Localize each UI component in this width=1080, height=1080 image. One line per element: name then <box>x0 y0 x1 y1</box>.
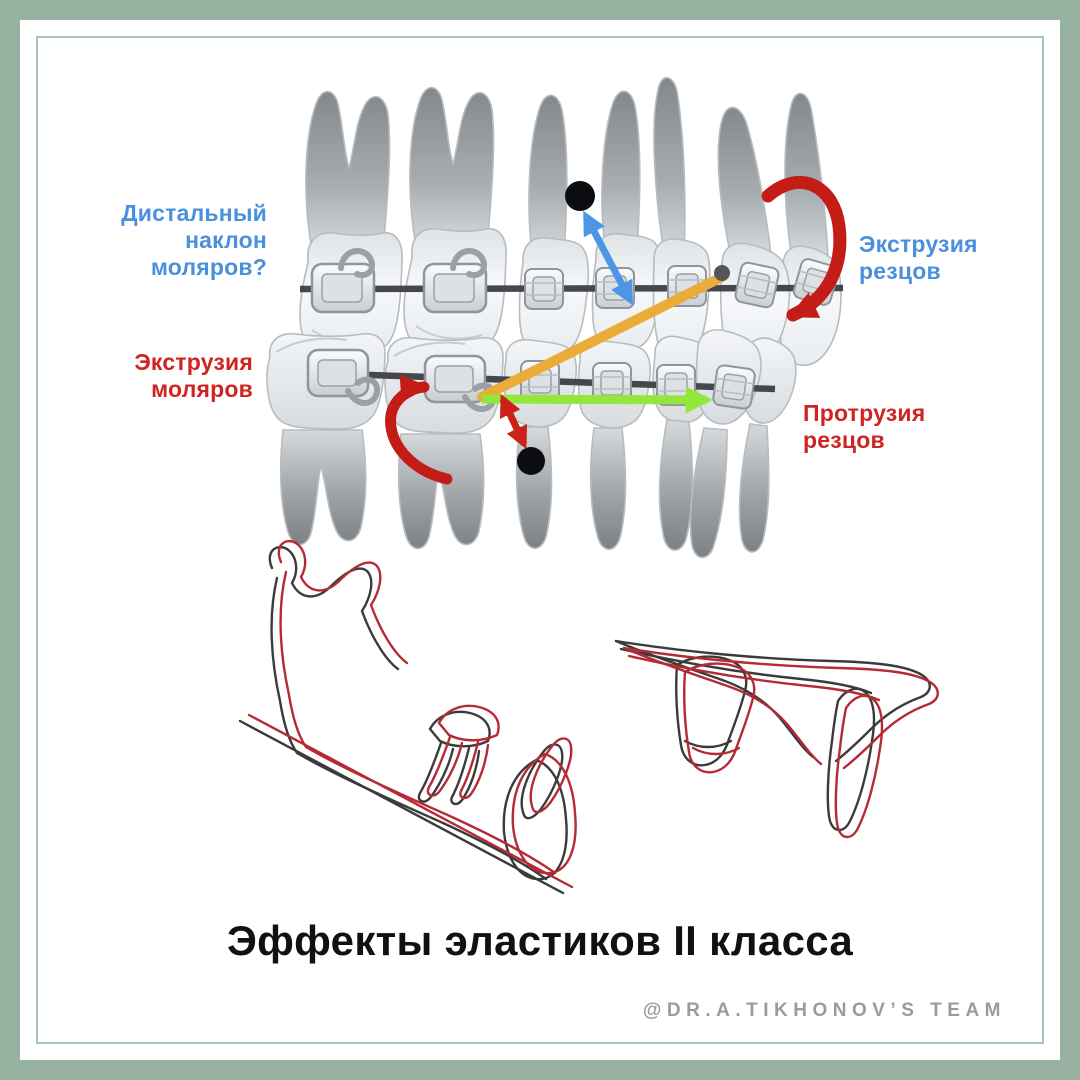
molar-rotation-red-arc <box>385 374 453 485</box>
watermark: @DR.A.TIKHONOV’S TEAM <box>642 1000 1006 1021</box>
class2-elastic <box>477 272 727 402</box>
bracket <box>711 363 757 411</box>
mandible-tracing-black <box>238 545 568 895</box>
extrusion-blue-arrow <box>582 210 634 306</box>
upper-teeth <box>299 76 842 367</box>
upper-lateral-incisor <box>778 92 842 367</box>
upper-central-incisor <box>717 106 791 367</box>
upper-premolar <box>518 94 590 356</box>
upper-first-molar <box>299 90 403 355</box>
protrusion-green-arrow <box>481 386 713 414</box>
bracket <box>733 260 781 310</box>
label-extrusion-molars: Экструзия моляров <box>134 349 253 402</box>
upper-canine <box>652 76 711 363</box>
label-distal-tilt-molars: Дистальный наклон моляров? <box>121 200 267 280</box>
archwire-attachment-dot <box>714 265 730 281</box>
label-extrusion-incisors: Экструзия резцов <box>859 231 978 284</box>
incisor-rotation-red-arc <box>761 175 847 322</box>
extrusion-red-arrow <box>499 393 528 450</box>
bracket <box>524 268 564 310</box>
force-dot-upper <box>565 181 595 211</box>
label-protrusion-incisors: Протрузия резцов <box>803 400 926 453</box>
page-title: Эффекты эластиков II класса <box>226 917 854 964</box>
inner-frame-line <box>36 36 1044 1044</box>
force-dot-lower <box>517 447 545 475</box>
